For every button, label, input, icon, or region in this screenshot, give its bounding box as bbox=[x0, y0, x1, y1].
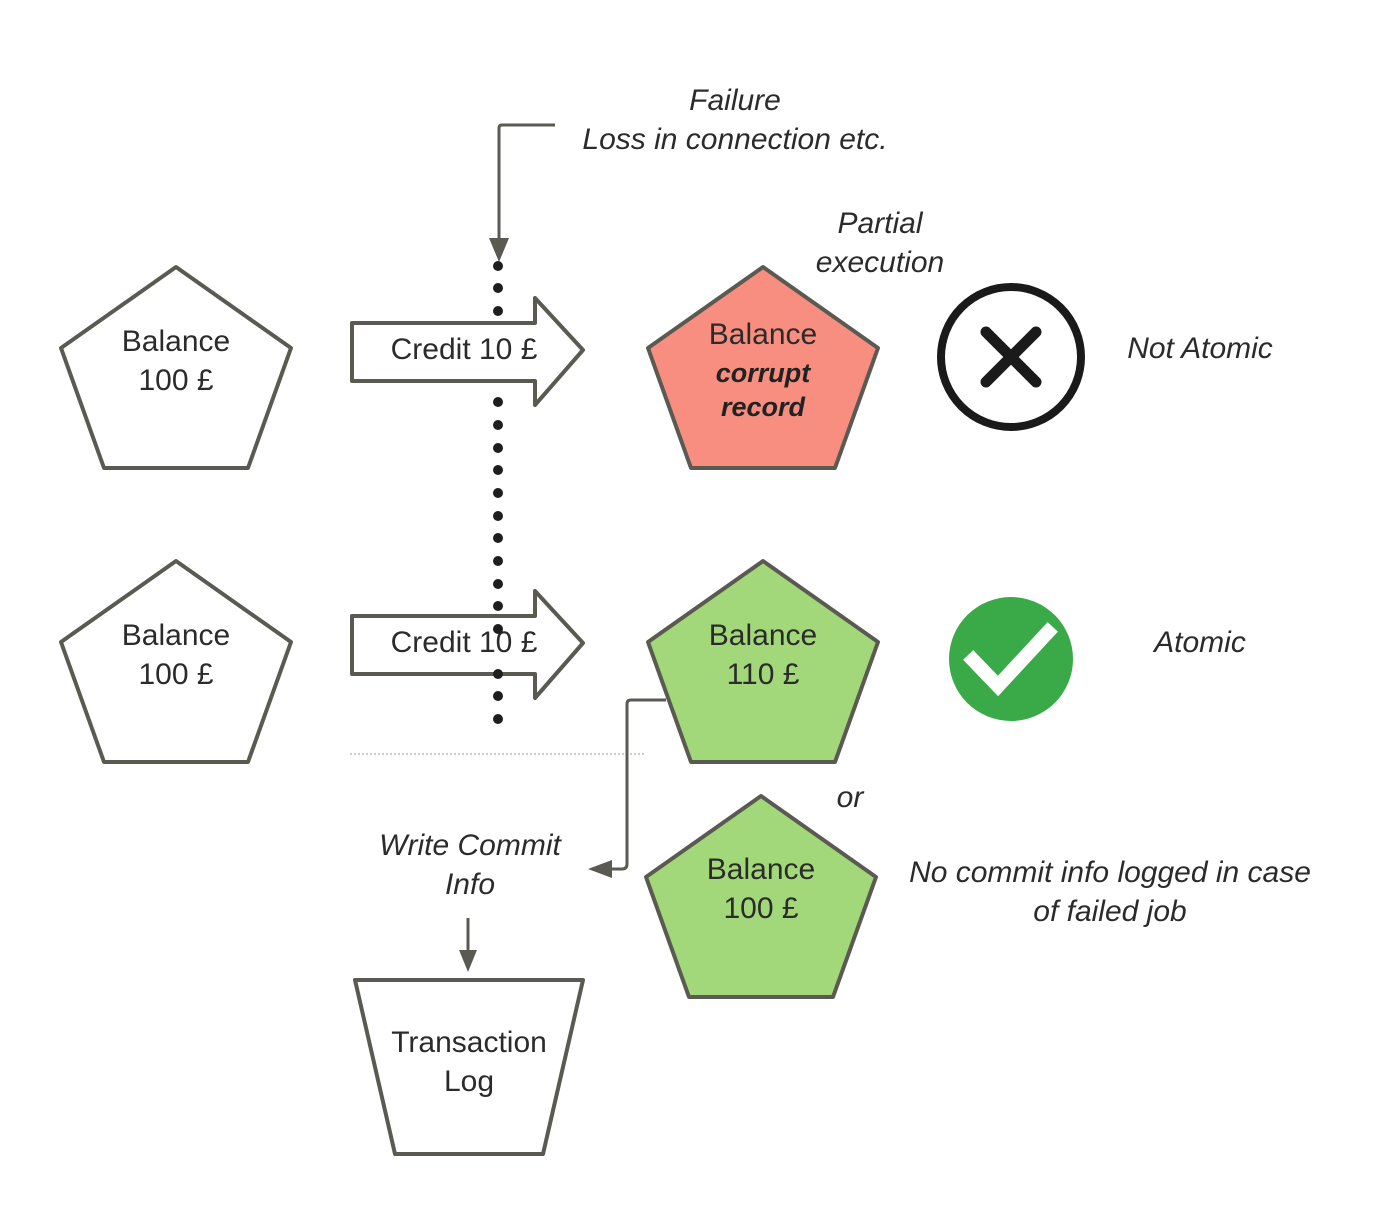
row1-credit-arrow: Credit 10 £ bbox=[350, 296, 585, 407]
commit-arrowhead bbox=[588, 860, 612, 878]
transaction-log-shape: Transaction Log bbox=[353, 978, 585, 1156]
partial-execution-line2: execution bbox=[816, 246, 944, 279]
failure-dotted-line bbox=[493, 261, 503, 724]
row2-source-pentagon: Balance 100 £ bbox=[59, 559, 293, 764]
row1-result-line2: corrupt bbox=[716, 358, 812, 388]
row2-source-line1: Balance bbox=[122, 619, 230, 652]
failure-arrowhead bbox=[489, 238, 509, 262]
row2-credit-arrow: Credit 10 £ bbox=[350, 589, 585, 700]
cross-circle-icon bbox=[937, 283, 1085, 431]
partial-execution-line1: Partial bbox=[837, 207, 923, 240]
failure-connector bbox=[497, 123, 555, 250]
alternative-result-line2: 100 £ bbox=[723, 892, 798, 925]
row1-result-pentagon: Balance corrupt record bbox=[646, 265, 880, 470]
row1-result-line1: Balance bbox=[709, 318, 817, 351]
transaction-log-line1: Transaction bbox=[391, 1026, 547, 1059]
row2-result-line1: Balance bbox=[709, 619, 817, 652]
alternative-note-line1: No commit info logged in case bbox=[909, 856, 1311, 889]
row1-status-label: Not Atomic bbox=[1127, 332, 1273, 365]
row2-result-pentagon: Balance 110 £ bbox=[646, 559, 880, 764]
row2-result-line2: 110 £ bbox=[727, 658, 800, 691]
or-label: or bbox=[837, 781, 865, 814]
row2-status-label: Atomic bbox=[1152, 626, 1246, 659]
transaction-log-line2: Log bbox=[444, 1065, 494, 1098]
row1-source-line1: Balance bbox=[122, 325, 230, 358]
row2-source-line2: 100 £ bbox=[138, 658, 213, 691]
row1-source-line2: 100 £ bbox=[138, 364, 213, 397]
alternative-result-pentagon: Balance 100 £ bbox=[644, 794, 878, 999]
row1-credit-label: Credit 10 £ bbox=[391, 333, 538, 366]
alternative-result-line1: Balance bbox=[707, 853, 815, 886]
failure-dotted-line-over-arrow2 bbox=[493, 624, 503, 679]
commit-line1: Write Commit bbox=[379, 829, 562, 862]
failure-title: Failure bbox=[689, 84, 781, 117]
log-arrowhead bbox=[459, 950, 477, 972]
alternative-note-line2: of failed job bbox=[1033, 895, 1186, 928]
row1-source-pentagon: Balance 100 £ bbox=[59, 265, 293, 470]
commit-connector bbox=[610, 698, 666, 871]
commit-line2: Info bbox=[445, 868, 495, 901]
row1-result-line3: record bbox=[721, 392, 806, 422]
check-circle-icon bbox=[949, 597, 1073, 721]
row2-credit-label: Credit 10 £ bbox=[391, 626, 538, 659]
failure-detail: Loss in connection etc. bbox=[582, 123, 887, 156]
